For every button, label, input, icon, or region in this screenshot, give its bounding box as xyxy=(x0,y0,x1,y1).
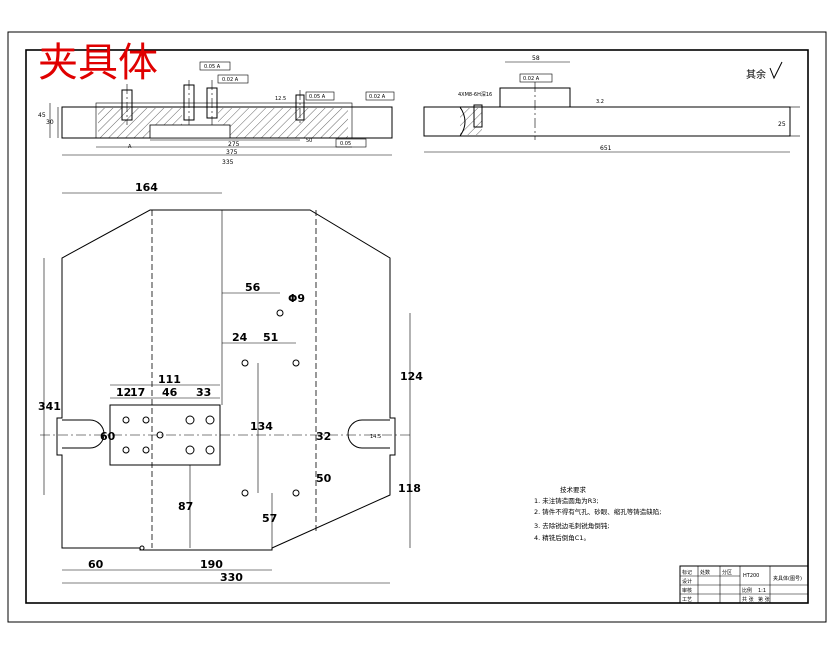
dim-118: 118 xyxy=(398,482,421,495)
dim-111: 111 xyxy=(158,373,181,386)
dim-24: 24 xyxy=(232,331,248,344)
svg-text:共 张: 共 张 xyxy=(742,596,754,603)
svg-text:0.02 A: 0.02 A xyxy=(222,77,239,83)
dim-r14: 14.5 xyxy=(370,434,381,440)
dim-275: 275 xyxy=(228,141,240,148)
note-2: 2. 铸件不得有气孔、砂眼、缩孔等铸造缺陷; xyxy=(534,507,661,516)
svg-text:处数: 处数 xyxy=(700,569,710,576)
dim-45: 45 xyxy=(38,112,46,119)
inner-frame xyxy=(25,49,809,604)
svg-text:12.5: 12.5 xyxy=(275,96,286,102)
dim-190: 190 xyxy=(200,558,223,571)
top-section-view: 335 375 275 45 30 0.05 A 0.02 A 0.05 A 0… xyxy=(38,61,395,166)
svg-text:第 张: 第 张 xyxy=(758,596,770,603)
svg-text:0.02 A: 0.02 A xyxy=(523,76,540,82)
title-block: HT200 夹具体(图号) 标记 处数 分区 设计 审核 工艺 比例 1:1 共… xyxy=(679,565,809,604)
svg-text:0.05 A: 0.05 A xyxy=(309,94,326,100)
dim-60b: 60 xyxy=(100,430,116,443)
material: HT200 xyxy=(743,573,759,579)
dim-87: 87 xyxy=(178,500,193,513)
svg-text:3.2: 3.2 xyxy=(596,99,604,105)
dim-57: 57 xyxy=(262,512,277,525)
dim-phi9: Φ9 xyxy=(288,292,305,305)
dim-124: 124 xyxy=(400,370,423,383)
dim-46: 46 xyxy=(162,386,178,399)
svg-text:标记: 标记 xyxy=(682,569,692,576)
note-4: 4. 精铣后倒角C1。 xyxy=(534,533,590,542)
dim-32: 32 xyxy=(316,430,331,443)
dim-330: 330 xyxy=(220,571,243,584)
svg-text:设计: 设计 xyxy=(682,578,692,585)
note-3: 3. 去除锐边毛刺锐角倒钝; xyxy=(534,521,609,530)
notes-heading: 技术要求 xyxy=(560,485,587,494)
side-view: 651 58 0.02 A 4XM8-6H深16 3.2 25 其余 xyxy=(423,55,800,153)
drawing-title: 夹具体 xyxy=(38,40,158,86)
note-1: 1. 未注铸造圆角为R3; xyxy=(534,496,599,505)
technical-notes: 技术要求 1. 未注铸造圆角为R3; 2. 铸件不得有气孔、砂眼、缩孔等铸造缺陷… xyxy=(534,485,661,542)
svg-text:工艺: 工艺 xyxy=(682,597,692,603)
dim-56: 56 xyxy=(245,281,261,294)
svg-text:0.05: 0.05 xyxy=(340,141,351,147)
part-name: 夹具体(图号) xyxy=(773,575,802,582)
dim-58: 58 xyxy=(532,55,540,62)
dim-375: 375 xyxy=(226,149,238,156)
thread-callout: 4XM8-6H深16 xyxy=(458,91,492,98)
dim-341: 341 xyxy=(38,400,61,413)
dim-335: 335 xyxy=(222,159,234,166)
dim-12: 12 xyxy=(116,386,131,399)
dim-60: 60 xyxy=(88,558,104,571)
svg-text:A: A xyxy=(128,144,132,150)
svg-text:50: 50 xyxy=(306,138,312,144)
svg-text:0.05 A: 0.05 A xyxy=(204,64,221,70)
outer-frame xyxy=(7,31,827,623)
dim-51: 51 xyxy=(263,331,278,344)
svg-text:比例: 比例 xyxy=(742,587,752,594)
dim-651: 651 xyxy=(600,145,612,152)
surface-roughness-note: 其余 xyxy=(746,68,766,81)
dim-17: 17 xyxy=(130,386,145,399)
dim-25: 25 xyxy=(778,121,786,128)
dim-50: 50 xyxy=(316,472,332,485)
plan-view: 164 56 Φ9 24 51 124 111 12 17 46 33 341 … xyxy=(38,181,423,584)
svg-text:1:1: 1:1 xyxy=(758,588,766,594)
dim-134: 134 xyxy=(250,420,273,433)
svg-text:审核: 审核 xyxy=(682,587,692,594)
dim-164: 164 xyxy=(135,181,158,194)
tolerance-frame xyxy=(199,61,231,71)
svg-text:分区: 分区 xyxy=(722,569,732,576)
dim-33: 33 xyxy=(196,386,211,399)
svg-text:0.02 A: 0.02 A xyxy=(369,94,386,100)
